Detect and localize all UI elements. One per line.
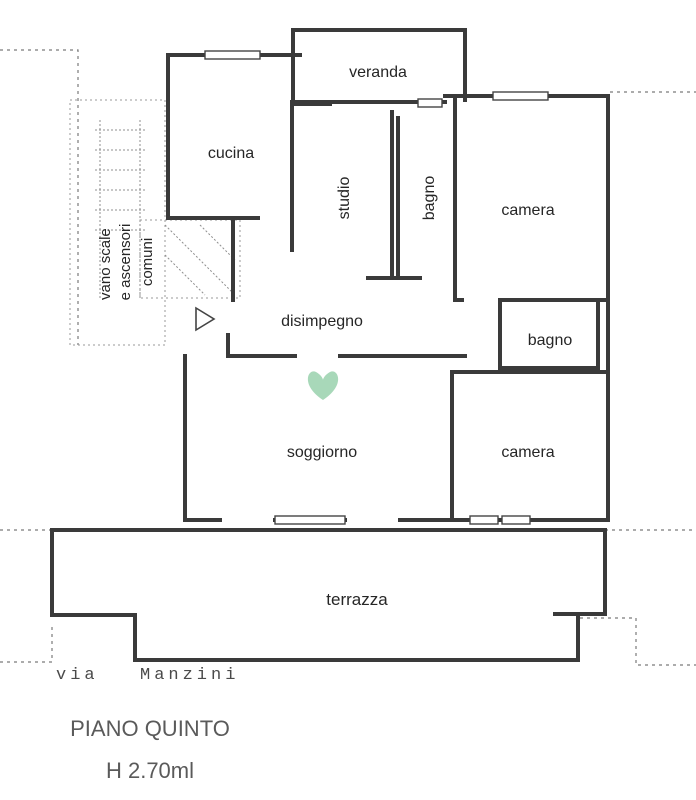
walls: [50, 28, 610, 662]
room-label-camera-1: camera: [501, 202, 554, 219]
room-label-comuni: comuni: [139, 238, 156, 286]
room-label-studio: studio: [336, 177, 353, 220]
room-label-terrazza: terrazza: [326, 590, 388, 609]
stairwell: [95, 120, 236, 300]
room-label-cucina: cucina: [208, 145, 254, 162]
floor-caption: PIANO QUINTO: [70, 716, 230, 741]
room-label-disimpegno: disimpegno: [281, 313, 363, 330]
room-label-camera-2: camera: [501, 444, 554, 461]
entrance-triangle-icon: [195, 306, 216, 332]
height-caption: H 2.70ml: [105, 758, 195, 783]
street-label-name: Manzini: [140, 666, 240, 685]
heart-icon: [307, 371, 339, 400]
room-label-veranda: veranda: [349, 64, 407, 81]
room-label-soggiorno: soggiorno: [287, 444, 357, 461]
room-label-bagno-2: bagno: [528, 332, 573, 349]
room-label-bagno-1: bagno: [421, 176, 438, 221]
windows: [204, 50, 549, 525]
street-label-via: via: [56, 666, 99, 685]
room-label-vano-scale: vano scale e ascensori: [97, 224, 134, 301]
